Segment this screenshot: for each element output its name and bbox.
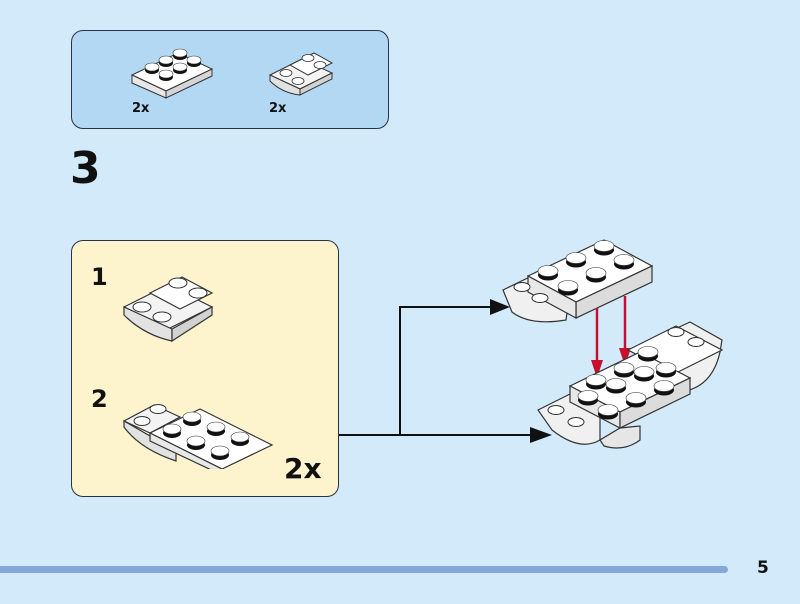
studs	[144, 48, 202, 81]
combined-slope-plate-icon	[122, 404, 274, 469]
sub-step-number: 1	[91, 263, 108, 291]
parts-list-box: 2x 2x	[71, 30, 389, 129]
arrow-head-icon	[490, 299, 510, 315]
step-number: 3	[70, 143, 101, 194]
part-quantity: 2x	[269, 101, 287, 116]
inverted-slope-2x2-icon	[122, 276, 214, 343]
arrow-head-icon	[530, 427, 552, 443]
sub-assembly-model-top	[502, 239, 654, 323]
inverted-slope-2x2-icon	[268, 52, 334, 96]
sub-assembly-box: 1 2 2x	[71, 240, 339, 497]
progress-bar	[0, 566, 800, 573]
placement-arrows	[591, 296, 631, 378]
page-number: 5	[757, 558, 769, 578]
final-model	[537, 321, 724, 449]
part-quantity: 2x	[132, 101, 150, 116]
plate-2x3-icon	[130, 48, 214, 99]
sub-step-number: 2	[91, 385, 108, 413]
sub-assembly-quantity: 2x	[284, 452, 322, 485]
connector-lines	[339, 306, 535, 436]
progress-fill	[0, 566, 728, 573]
red-arrow-head-icon	[619, 348, 631, 366]
red-arrow-head-icon	[591, 360, 603, 378]
